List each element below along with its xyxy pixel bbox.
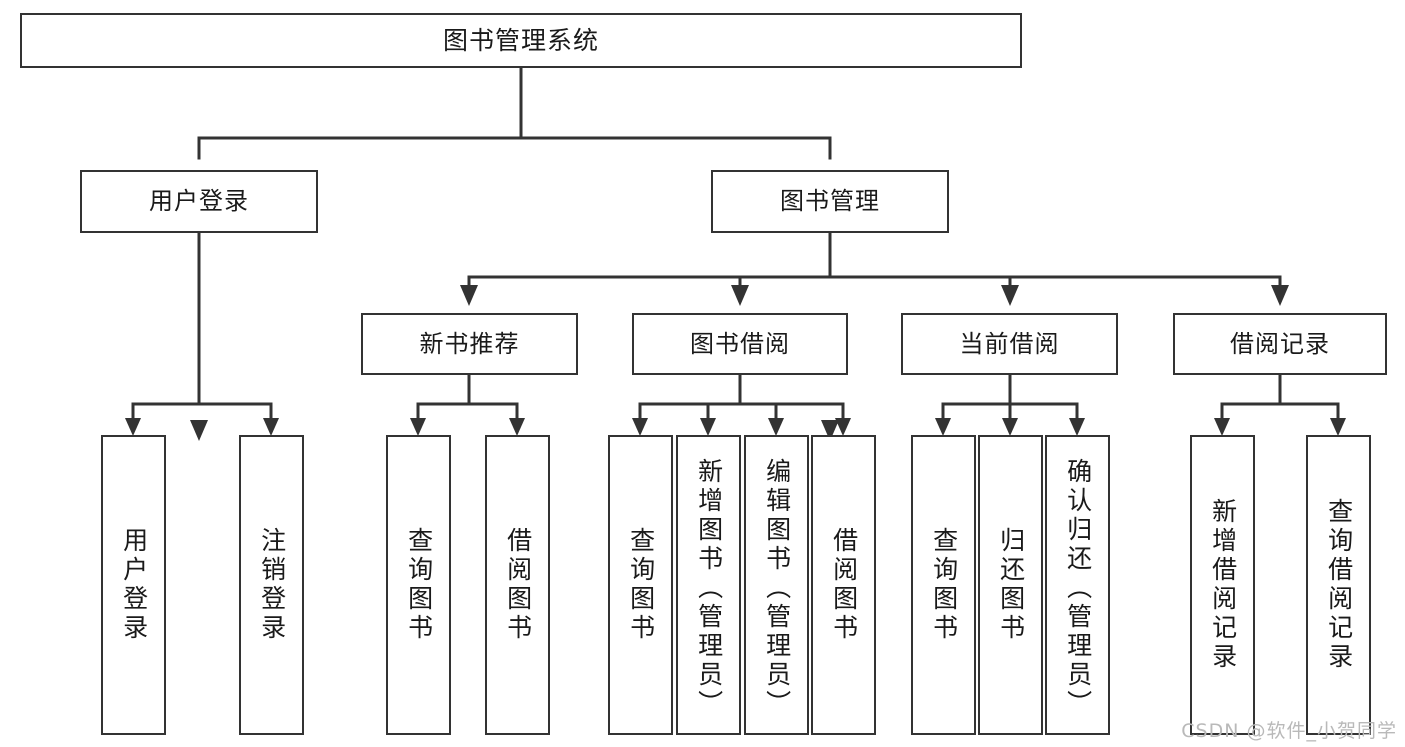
- leaf-label: 归还图书: [996, 527, 1026, 643]
- leaf-label: 编辑图书（管理员）: [762, 457, 792, 719]
- node-label: 借阅记录: [1230, 329, 1330, 358]
- leaf-label: 查询图书: [626, 527, 656, 643]
- leaf-label: 新增借阅记录: [1208, 498, 1238, 672]
- leaf-add-book-admin[interactable]: 新增图书（管理员）: [676, 435, 741, 735]
- node-label: 图书管理系统: [442, 25, 599, 55]
- node-label: 新书推荐: [419, 329, 520, 358]
- node-borrow-record[interactable]: 借阅记录: [1173, 313, 1387, 375]
- node-label: 当前借阅: [959, 329, 1060, 358]
- node-label: 图书借阅: [690, 329, 790, 358]
- leaf-user-login[interactable]: 用户登录: [101, 435, 166, 735]
- node-root-system[interactable]: 图书管理系统: [20, 13, 1022, 68]
- leaf-label: 借阅图书: [503, 527, 533, 643]
- leaf-label: 确认归还（管理员）: [1063, 457, 1093, 719]
- leaf-label: 借阅图书: [829, 527, 859, 643]
- leaf-query-borrow-record[interactable]: 查询借阅记录: [1306, 435, 1371, 735]
- node-book-manage[interactable]: 图书管理: [711, 170, 949, 233]
- node-user-login[interactable]: 用户登录: [80, 170, 318, 233]
- leaf-return-book[interactable]: 归还图书: [978, 435, 1043, 735]
- leaf-borrow-book-recommend[interactable]: 借阅图书: [485, 435, 550, 735]
- leaf-edit-book-admin[interactable]: 编辑图书（管理员）: [744, 435, 809, 735]
- leaf-query-book-recommend[interactable]: 查询图书: [386, 435, 451, 735]
- leaf-query-book-current[interactable]: 查询图书: [911, 435, 976, 735]
- leaf-label: 查询借阅记录: [1324, 498, 1354, 672]
- node-new-book-recommend[interactable]: 新书推荐: [361, 313, 578, 375]
- leaf-confirm-return-admin[interactable]: 确认归还（管理员）: [1045, 435, 1110, 735]
- leaf-logout-login[interactable]: 注销登录: [239, 435, 304, 735]
- leaf-borrow-book[interactable]: 借阅图书: [811, 435, 876, 735]
- leaf-label: 新增图书（管理员）: [694, 457, 724, 719]
- csdn-watermark: CSDN @软件_小贺同学: [1181, 720, 1397, 742]
- leaf-label: 注销登录: [257, 527, 287, 643]
- leaf-label: 用户登录: [119, 527, 149, 643]
- node-current-borrow[interactable]: 当前借阅: [901, 313, 1118, 375]
- node-book-borrow[interactable]: 图书借阅: [632, 313, 848, 375]
- leaf-add-borrow-record[interactable]: 新增借阅记录: [1190, 435, 1255, 735]
- leaf-label: 查询图书: [929, 527, 959, 643]
- node-label: 图书管理: [780, 187, 880, 216]
- leaf-label: 查询图书: [404, 527, 434, 643]
- leaf-query-book-borrow[interactable]: 查询图书: [608, 435, 673, 735]
- node-label: 用户登录: [149, 187, 249, 216]
